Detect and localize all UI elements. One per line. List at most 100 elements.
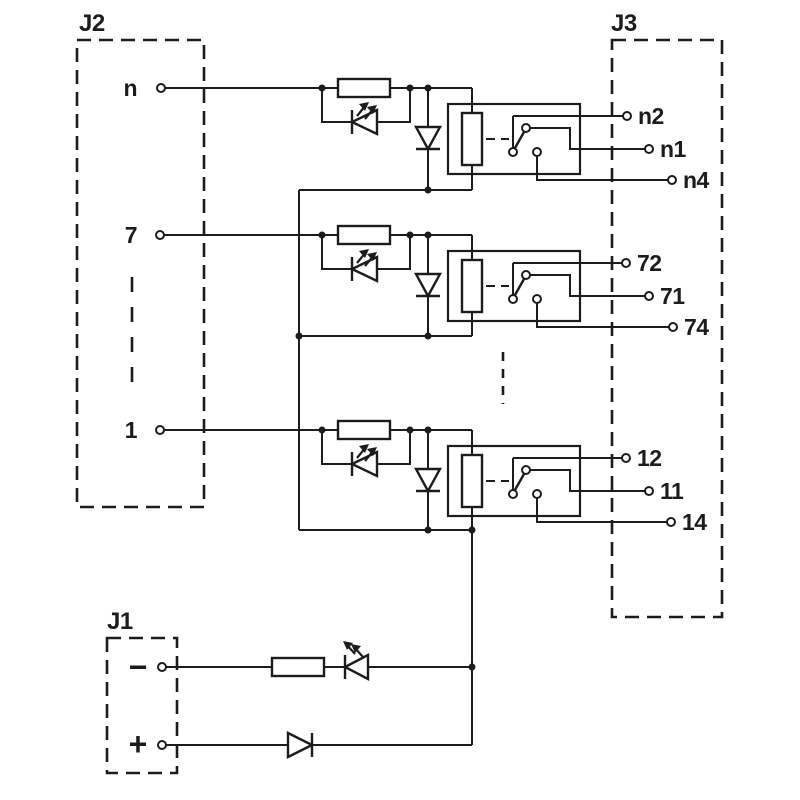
chn-junction-dot: [318, 84, 326, 92]
j2-terminal-label-n: n: [123, 75, 137, 101]
connector-j1-box: [105, 636, 179, 775]
connector-j3-label: J3: [611, 10, 637, 37]
ch7-nc-contact: [508, 294, 518, 304]
channel-1: 12 11 14: [155, 419, 708, 535]
chn-led-arrow2-head: [367, 105, 377, 114]
ch7-com-terminal-label: 71: [660, 283, 685, 309]
j1-plus-terminal: [157, 740, 167, 750]
j1-series-diode: [286, 731, 315, 759]
ch7-com-wire: [530, 274, 645, 297]
bus-junction-dot: [424, 526, 432, 534]
chn-nc-terminal: [622, 111, 632, 121]
j1-led-arrow1-head: [343, 641, 353, 650]
j1-minus-label: −: [129, 649, 148, 685]
ch7-nc-terminal-label: 72: [637, 250, 662, 276]
channel-n: n2 n1 n4: [156, 77, 710, 193]
ch7-nc-terminal: [621, 258, 631, 268]
chn-relay-box: [446, 102, 582, 176]
ch1-junction-dot: [406, 426, 414, 434]
chn-led-arrow1-head: [359, 102, 369, 111]
ch7-led-arrow2-head: [367, 252, 377, 261]
chn-junction-dot: [406, 84, 414, 92]
ch1-no-wire: [536, 498, 667, 523]
ch1-junction-dot: [424, 426, 432, 434]
j1-resistor: [270, 656, 326, 678]
chn-no-contact: [532, 147, 542, 157]
ch1-nc-terminal-label: 12: [637, 445, 662, 471]
ch7-pivot-contact: [521, 270, 531, 280]
j1-led-arrow2-head: [351, 644, 361, 653]
ch1-led-arrow1-head: [359, 444, 369, 453]
ch1-junction-dot: [318, 426, 326, 434]
ch1-pivot-contact: [521, 465, 531, 475]
ch7-contact-arm: [513, 278, 526, 296]
chn-pivot-contact: [521, 123, 531, 133]
ch7-com-terminal: [644, 291, 654, 301]
j1-led-triangle: [342, 653, 370, 681]
chn-com-terminal-label: n1: [660, 136, 687, 162]
ch7-relay-box: [446, 249, 582, 323]
ch1-resistor: [336, 419, 392, 441]
j1-led-emission-arrows: [343, 641, 364, 658]
ch7-resistor: [336, 224, 392, 246]
ch7-led-triangle: [349, 255, 379, 283]
j2-terminal-label-1: 1: [125, 417, 138, 443]
ch7-led-branch-wire: [321, 235, 411, 270]
ch1-led-triangle: [349, 450, 379, 478]
ch1-com-wire: [530, 469, 645, 492]
bus-junction-dot: [424, 332, 432, 340]
connector-j3-box: [610, 38, 724, 619]
bus-junction-dot: [295, 332, 303, 340]
ch1-nc-terminal: [621, 453, 631, 463]
j1-plus-label: +: [129, 726, 148, 762]
chn-no-terminal-label: n4: [683, 167, 710, 193]
chn-resistor: [336, 77, 392, 99]
chn-led-emission-arrows: [356, 102, 377, 120]
ch1-relay-box: [446, 444, 582, 518]
ch1-no-terminal-label: 14: [682, 509, 707, 535]
bus-junction-dot: [424, 186, 432, 194]
chn-no-wire: [536, 156, 668, 181]
chn-nc-wire: [512, 115, 623, 148]
ch7-nc-wire: [512, 262, 622, 295]
j2-terminal-label-7: 7: [125, 222, 137, 248]
chn-led-branch-wire: [321, 88, 411, 123]
ch7-no-terminal: [668, 322, 678, 332]
channel-7: 72 71 74: [155, 224, 710, 340]
ch1-relay-coil: [460, 453, 484, 509]
chn-com-terminal: [644, 144, 654, 154]
chn-nc-contact: [508, 147, 518, 157]
j1-minus-terminal: [157, 662, 167, 672]
ch7-junction-dot: [424, 231, 432, 239]
ch1-com-terminal: [644, 486, 654, 496]
ch7-led-emission-arrows: [356, 249, 377, 267]
chn-led-triangle: [349, 108, 379, 136]
ch1-led-arrow2-head: [367, 447, 377, 456]
chn-contact-arm: [513, 131, 526, 149]
ch1-nc-wire: [512, 457, 622, 490]
chn-junction-dot: [424, 84, 432, 92]
ch7-no-contact: [532, 294, 542, 304]
connector-j2-label: J2: [79, 10, 105, 37]
ch7-junction-dot: [318, 231, 326, 239]
connector-j2: J2 n 7 1: [75, 10, 206, 509]
ch7-relay-coil: [460, 258, 484, 314]
chn-input-terminal: [156, 83, 166, 93]
connector-j3: J3: [610, 10, 724, 619]
bus-junction-dot: [468, 526, 476, 534]
j1-supply-circuit: [157, 641, 472, 759]
connector-j2-box: [75, 38, 206, 509]
ch7-no-terminal-label: 74: [684, 314, 709, 340]
ch1-led-branch-wire: [321, 430, 411, 465]
ch7-no-wire: [536, 303, 669, 328]
connector-j1: J1 − +: [105, 608, 179, 775]
ch1-input-terminal: [155, 425, 165, 435]
ch7-input-terminal: [155, 230, 165, 240]
chn-no-terminal: [667, 175, 677, 185]
ch1-freewheel-diode: [413, 467, 443, 494]
common-bus: [295, 186, 476, 745]
chn-com-wire: [530, 127, 645, 150]
ch7-freewheel-diode: [413, 272, 443, 299]
